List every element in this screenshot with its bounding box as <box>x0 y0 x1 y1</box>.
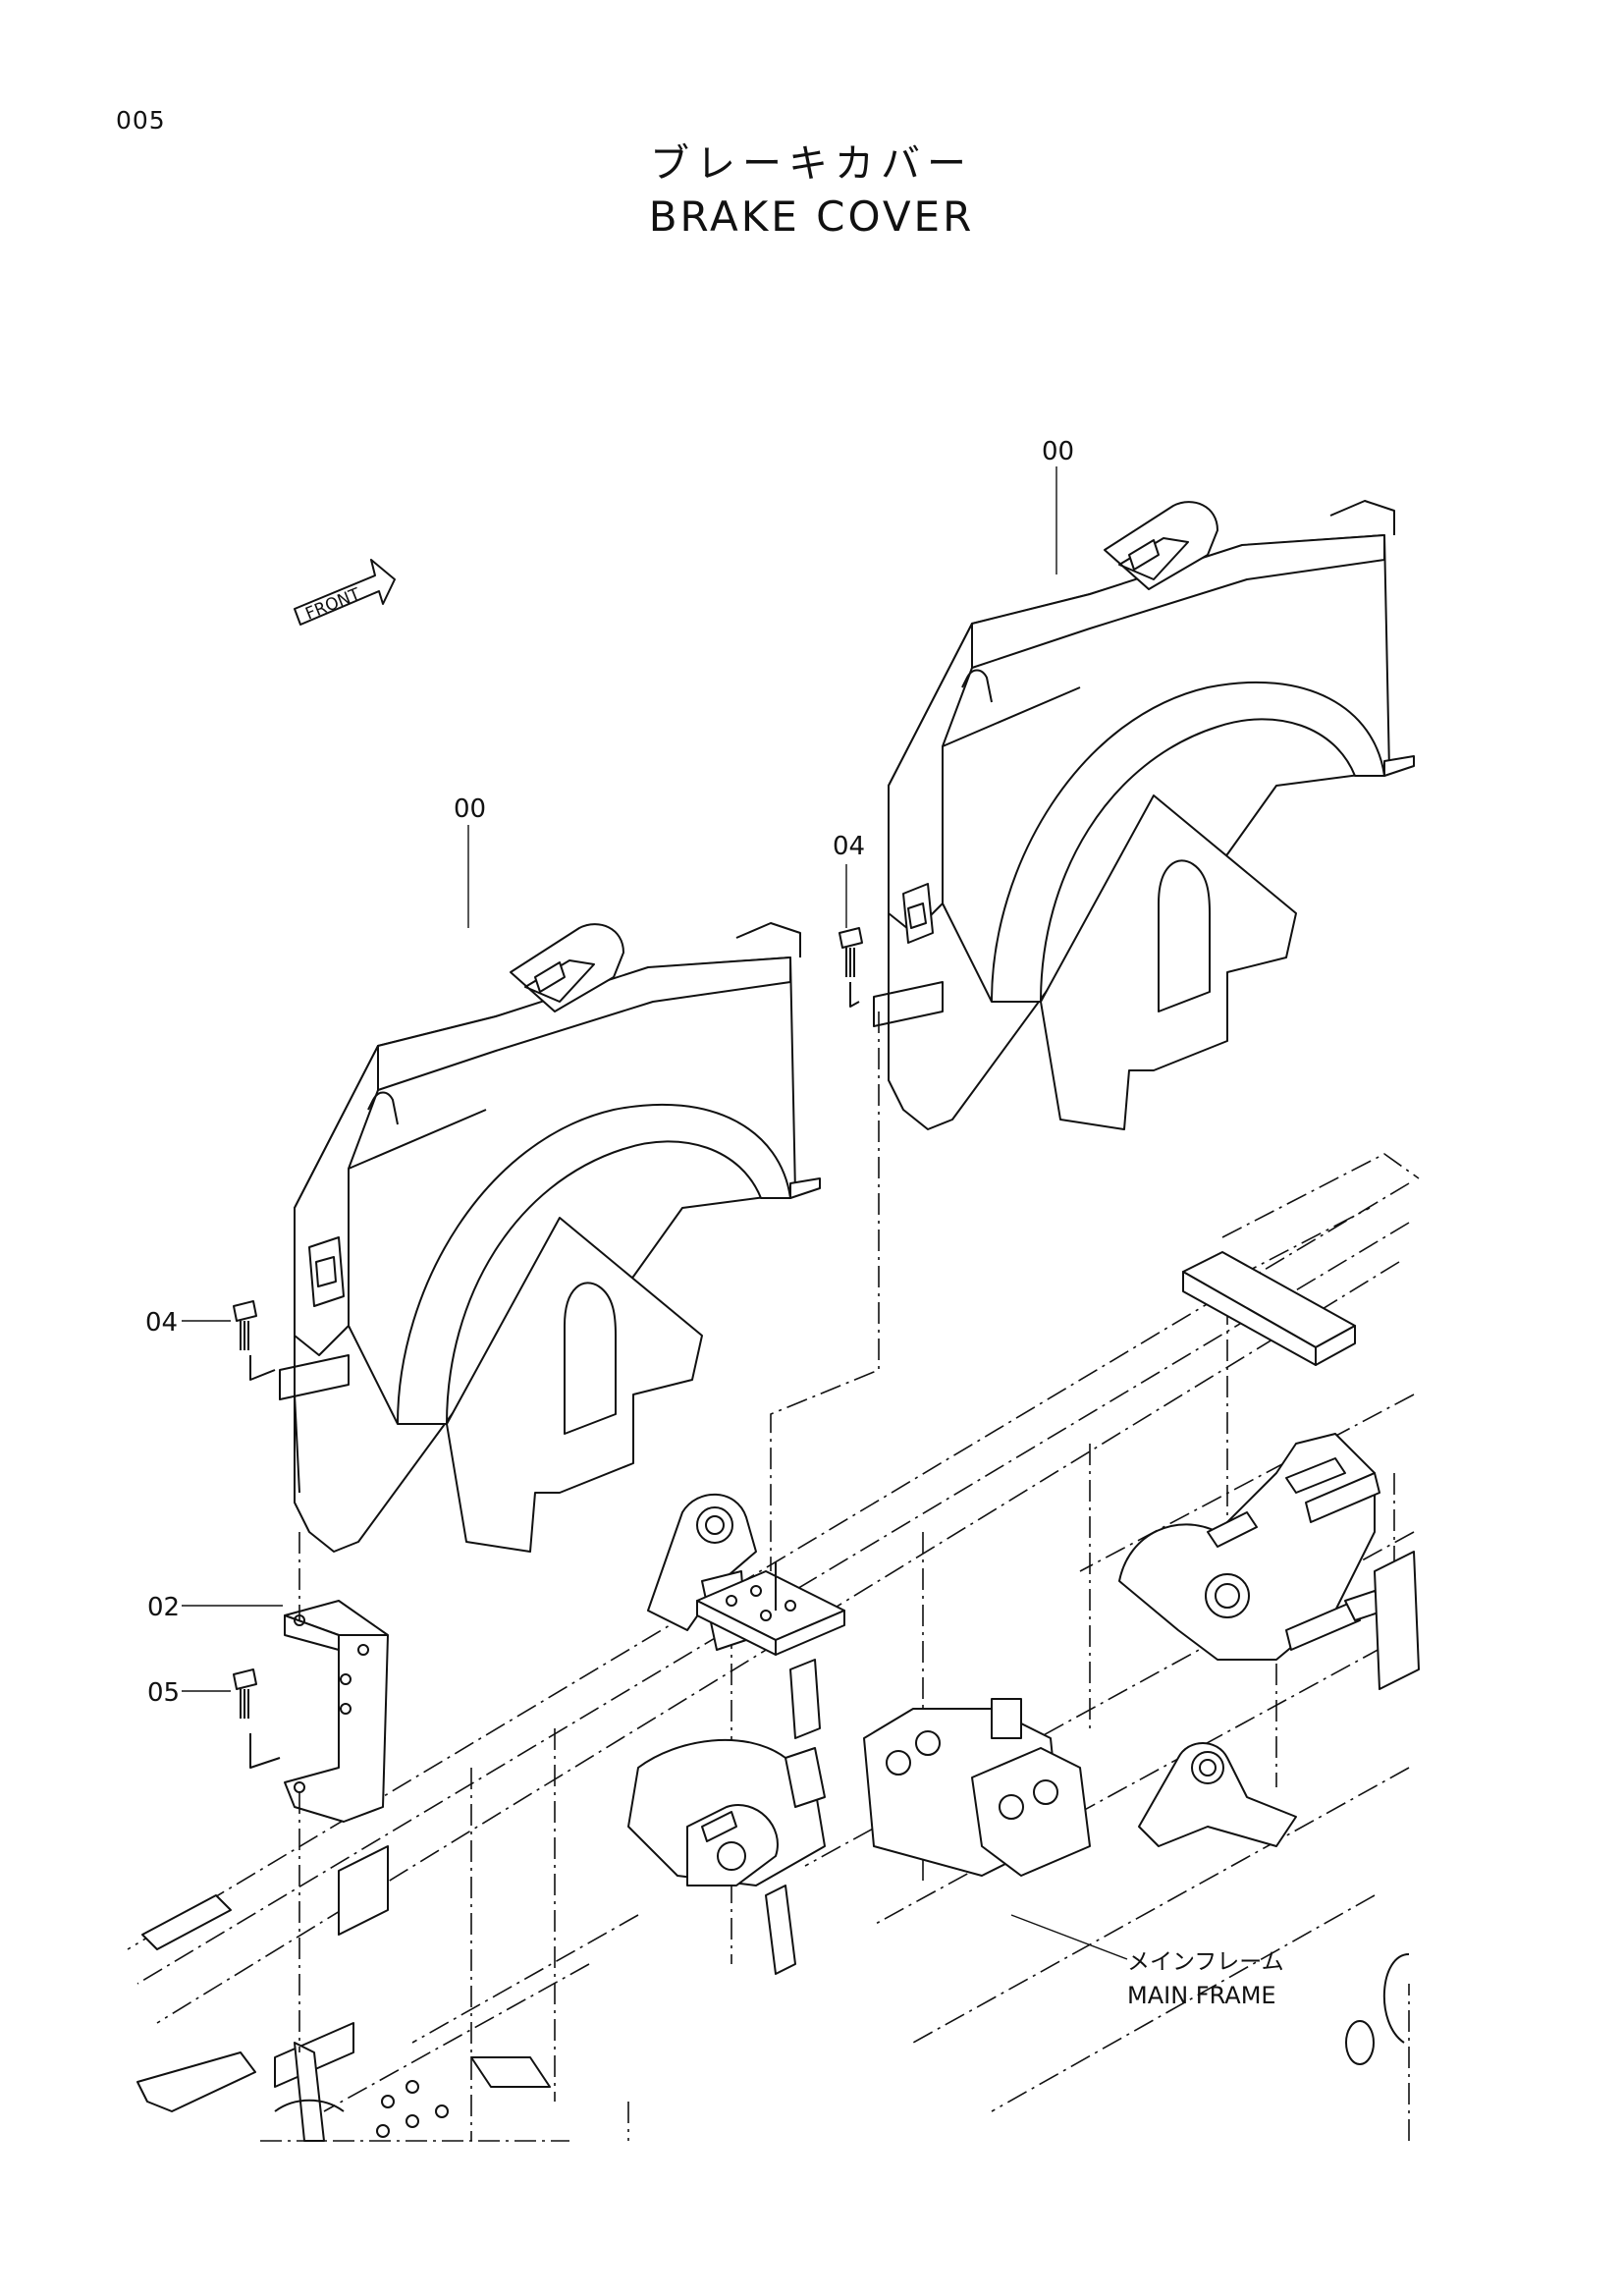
bolt-left <box>233 1300 276 1381</box>
brake-cover-right <box>873 500 1415 1130</box>
bolt-right <box>839 927 863 1008</box>
callout-bolt-left: 04 <box>145 1308 178 1338</box>
front-label: FRONT <box>302 584 363 625</box>
bolt-bracket <box>233 1668 281 1769</box>
assembly-lines <box>298 1011 880 2052</box>
title-japanese: ブレーキカバー <box>650 141 973 187</box>
callout-bracket-bolt: 05 <box>147 1678 180 1708</box>
bracket-drawing <box>284 1600 389 1823</box>
callout-cover-right: 00 <box>1042 437 1074 466</box>
callout-cover-left: 00 <box>454 794 486 824</box>
front-arrow-icon: FRONT <box>294 559 396 626</box>
callout-bolt-right: 04 <box>833 832 865 861</box>
page-number: 005 <box>116 106 166 135</box>
main-frame-label-en: MAIN FRAME <box>1127 1982 1276 2009</box>
callout-bracket: 02 <box>147 1593 180 1622</box>
frame-lugs <box>627 1433 1420 2065</box>
main-frame-label-jp: メインフレーム <box>1127 1949 1284 1975</box>
brake-cover-left <box>279 922 821 1553</box>
title-english: BRAKE COVER <box>648 192 975 241</box>
callout-leaders <box>182 466 1128 1960</box>
